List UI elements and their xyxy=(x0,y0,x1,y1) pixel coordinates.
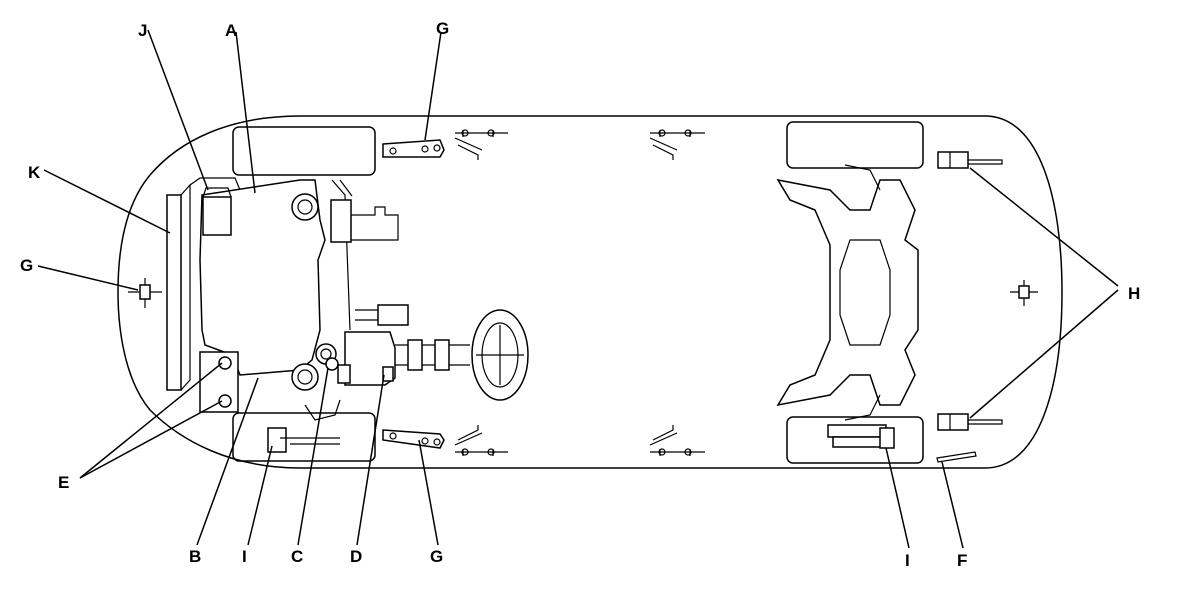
label-c: C xyxy=(291,547,303,566)
component-c xyxy=(291,363,319,391)
engine-module-j xyxy=(202,196,232,236)
front-impact-sensor xyxy=(128,278,162,308)
label-a: A xyxy=(225,21,237,40)
wheel-rear-right xyxy=(786,416,924,464)
sensor-h-top xyxy=(937,151,1003,169)
radiator xyxy=(166,194,182,391)
sensor-e1 xyxy=(218,356,232,370)
wheel-sensor-front xyxy=(267,399,341,453)
label-d: D xyxy=(350,547,362,566)
label-b: B xyxy=(189,547,201,566)
sensor-e2 xyxy=(218,394,232,408)
wheel-front-left xyxy=(232,126,376,176)
sensor-center-left xyxy=(649,129,705,160)
label-g-bottom: G xyxy=(430,547,443,566)
car-body-outline xyxy=(117,115,1063,469)
wheel-front-right xyxy=(232,412,376,462)
master-cylinder xyxy=(377,304,409,326)
sensor-h-bottom xyxy=(937,413,1003,431)
sensor-g-front-left xyxy=(382,129,508,160)
label-g-top: G xyxy=(436,19,449,38)
label-j: J xyxy=(138,21,147,40)
leader-lines xyxy=(37,29,1119,549)
rear-sensor xyxy=(1010,280,1038,306)
label-g-left: G xyxy=(20,256,33,275)
brake-booster xyxy=(330,199,352,243)
label-f: F xyxy=(957,551,967,570)
label-h: H xyxy=(1128,284,1140,303)
label-k: K xyxy=(28,163,41,182)
label-i-left: I xyxy=(242,547,247,566)
rear-subframe xyxy=(776,178,919,407)
sensor-g-front-right xyxy=(382,425,508,456)
sensor-f xyxy=(936,451,977,463)
wheel-sensor-rear xyxy=(827,424,895,449)
wheel-rear-left xyxy=(786,121,924,169)
fuel-filter xyxy=(291,193,319,221)
label-e: E xyxy=(58,473,69,492)
label-i-right: I xyxy=(905,551,910,570)
sensor-center-right xyxy=(649,425,705,456)
